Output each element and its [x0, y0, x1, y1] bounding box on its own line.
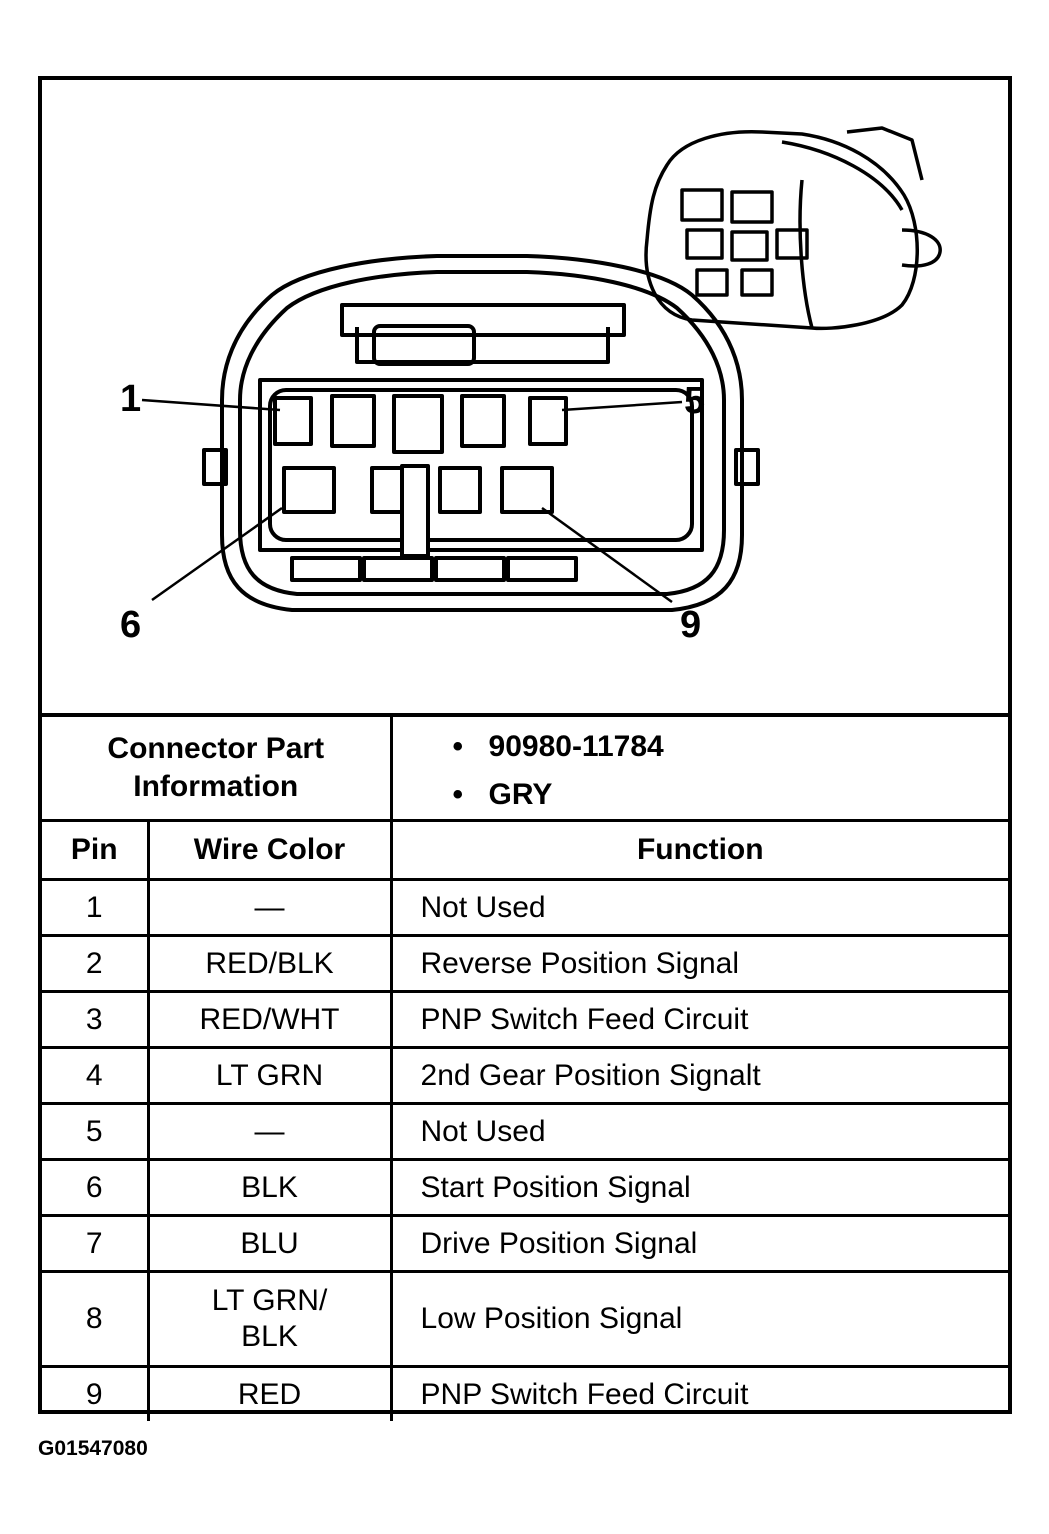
side-lock-left: [202, 448, 228, 486]
housing-outer: [220, 254, 744, 612]
bottom-slot-3: [434, 556, 506, 582]
leader-pin-6: [151, 506, 283, 602]
pin-cell: 1: [42, 878, 150, 937]
cavity-outline: [258, 378, 704, 552]
connector-color: GRY: [488, 778, 553, 811]
callout-pin-6: 6: [120, 604, 142, 646]
wire-color-cell: LT GRN: [146, 1046, 393, 1105]
pin-cell: 3: [42, 990, 150, 1049]
latch-outer: [340, 303, 626, 337]
wire-color-cell: —: [146, 1102, 393, 1161]
terminal-5: [528, 396, 568, 446]
callout-pin-9: 9: [680, 604, 702, 646]
table-header-row: Pin Wire Color Function: [42, 819, 1009, 881]
center-key: [400, 464, 430, 558]
wire-color-cell: LT GRN/ BLK: [146, 1270, 393, 1368]
terminal-4: [460, 394, 506, 448]
part-info-list: • 90980-11784 • GRY: [453, 723, 1009, 819]
wire-color-line-1: LT GRN/: [211, 1284, 328, 1317]
terminal-1: [273, 396, 313, 446]
table-row: 5 — Not Used: [42, 1102, 1009, 1161]
pin-cell: 5: [42, 1102, 150, 1161]
table-row: 1 — Not Used: [42, 878, 1009, 937]
function-cell: Not Used: [389, 878, 1009, 937]
function-cell: Start Position Signal: [389, 1158, 1009, 1217]
table-row: 9 RED PNP Switch Feed Circuit: [42, 1365, 1009, 1421]
header-function: Function: [389, 819, 1009, 881]
connector-part-info-label: Connector Part Information: [42, 713, 393, 822]
wire-color-cell: RED: [146, 1365, 393, 1421]
function-cell: Low Position Signal: [389, 1270, 1009, 1368]
table-row: 3 RED/WHT PNP Switch Feed Circuit: [42, 990, 1009, 1049]
function-cell: Drive Position Signal: [389, 1214, 1009, 1273]
header-wire-color: Wire Color: [146, 819, 393, 881]
side-lock-right: [734, 448, 760, 486]
connector-info-table: Connector Part Information • 90980-11784 …: [42, 713, 1009, 1421]
bullet-icon: •: [452, 730, 464, 763]
terminal-9: [500, 466, 554, 514]
housing-inner: [238, 270, 726, 596]
wire-color-cell: —: [146, 878, 393, 937]
terminal-6: [282, 466, 336, 514]
function-cell: PNP Switch Feed Circuit: [389, 1365, 1009, 1421]
wire-color-cell: RED/BLK: [146, 934, 393, 993]
connector-perspective: [644, 126, 942, 331]
pin-cell: 4: [42, 1046, 150, 1105]
function-cell: Reverse Position Signal: [389, 934, 1009, 993]
function-cell: Not Used: [389, 1102, 1009, 1161]
bottom-slot-4: [506, 556, 578, 582]
part-label-line-1: Connector Part: [107, 732, 325, 765]
table-row: 8 LT GRN/ BLK Low Position Signal: [42, 1270, 1009, 1368]
pin-cell: 9: [42, 1365, 150, 1421]
bullet-icon: •: [452, 778, 464, 811]
part-label-line-2: Information: [133, 770, 299, 803]
wire-color-cell: BLK: [146, 1158, 393, 1217]
terminal-8: [438, 466, 482, 514]
pin-cell: 7: [42, 1214, 150, 1273]
leader-pin-1: [141, 398, 281, 412]
connector-drawing-area: 1 5 6 9: [42, 80, 1008, 713]
part-number: 90980-11784: [488, 730, 664, 763]
pin-cell: 6: [42, 1158, 150, 1217]
latch-tab: [372, 324, 476, 366]
header-pin: Pin: [42, 819, 150, 881]
bottom-slot-1: [290, 556, 362, 582]
pin-cell: 2: [42, 934, 150, 993]
connector-part-info-row: Connector Part Information • 90980-11784 …: [42, 713, 1009, 822]
pin-cell: 8: [42, 1270, 150, 1368]
connector-color-item: • GRY: [453, 771, 1009, 819]
table-row: 6 BLK Start Position Signal: [42, 1158, 1009, 1217]
latch-mid: [355, 327, 610, 364]
table-row: 4 LT GRN 2nd Gear Position Signalt: [42, 1046, 1009, 1105]
callout-pin-1: 1: [120, 378, 142, 420]
connector-part-info-values: • 90980-11784 • GRY: [389, 713, 1009, 822]
leader-pin-9: [541, 506, 673, 604]
wire-color-line-2: BLK: [241, 1320, 298, 1353]
diagram-frame: 1 5 6 9 Connector Part Information • 9098…: [38, 76, 1012, 1421]
function-cell: 2nd Gear Position Signalt: [389, 1046, 1009, 1105]
wire-color-cell: BLU: [146, 1214, 393, 1273]
function-cell: PNP Switch Feed Circuit: [389, 990, 1009, 1049]
part-number-item: • 90980-11784: [453, 723, 1009, 771]
terminal-2: [330, 394, 376, 448]
table-row: 7 BLU Drive Position Signal: [42, 1214, 1009, 1273]
leader-pin-5: [561, 400, 683, 412]
callout-pin-5: 5: [684, 380, 706, 422]
cavity-inner: [268, 388, 694, 542]
table-row: 2 RED/BLK Reverse Position Signal: [42, 934, 1009, 993]
terminal-3: [392, 394, 444, 454]
connector-illustration: [141, 126, 942, 612]
figure-id: G01547080: [38, 1437, 148, 1460]
bottom-slot-2: [362, 556, 434, 582]
wire-color-cell: RED/WHT: [146, 990, 393, 1049]
